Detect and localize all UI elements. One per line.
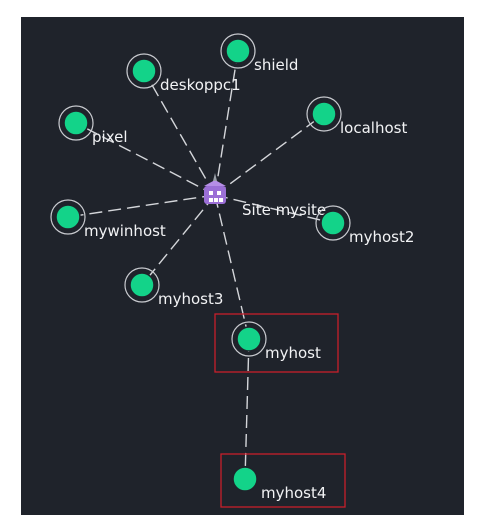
- host-ring: [58, 105, 94, 141]
- host-status-dot: [320, 210, 346, 236]
- host-ring: [306, 96, 342, 132]
- host-label: localhost: [340, 119, 407, 137]
- edge-site-mywinhost: [67, 194, 216, 218]
- host-label: shield: [254, 56, 298, 74]
- host-status-dot: [311, 101, 337, 127]
- site-label: Site mysite: [242, 201, 326, 219]
- selection-box-myhost4: [220, 453, 346, 508]
- edge-site-myhost: [214, 194, 250, 340]
- host-ring: [124, 267, 160, 303]
- host-label: myhost3: [158, 290, 223, 308]
- host-status-dot: [236, 326, 262, 352]
- host-node-deskoppc1[interactable]: deskoppc1: [126, 53, 241, 94]
- selection-box-myhost: [214, 313, 339, 373]
- edge-layer: [67, 50, 334, 480]
- host-status-dot: [129, 272, 155, 298]
- host-node-pixel[interactable]: pixel: [58, 105, 128, 146]
- topology-graph[interactable]: Site mysite deskoppc1 shield pixel localhos…: [21, 17, 464, 515]
- host-node-shield[interactable]: shield: [220, 33, 298, 74]
- host-status-dot: [232, 466, 258, 492]
- site-node[interactable]: Site mysite: [204, 173, 326, 219]
- edge-site-pixel: [75, 122, 216, 196]
- host-status-dot: [55, 204, 81, 230]
- host-node-myhost[interactable]: myhost: [231, 321, 321, 362]
- host-status-dot: [131, 58, 157, 84]
- host-node-localhost[interactable]: localhost: [306, 96, 407, 137]
- topology-canvas[interactable]: Site mysite deskoppc1 shield pixel localhos…: [21, 17, 464, 515]
- host-ring: [220, 33, 256, 69]
- host-ring: [231, 321, 267, 357]
- edge-site-localhost: [214, 113, 325, 196]
- edge-site-shield: [214, 50, 239, 196]
- edge-site-deskoppc1: [143, 70, 216, 196]
- edge-myhost-myhost4: [244, 338, 250, 480]
- host-node-myhost2[interactable]: myhost2: [315, 205, 414, 246]
- host-ring: [50, 199, 86, 235]
- host-node-layer: deskoppc1 shield pixel localhost mywinhost my…: [50, 33, 414, 502]
- host-label: myhost: [265, 344, 321, 362]
- host-node-mywinhost[interactable]: mywinhost: [50, 199, 166, 240]
- host-label: pixel: [92, 128, 128, 146]
- host-label: deskoppc1: [160, 76, 241, 94]
- host-ring: [315, 205, 351, 241]
- host-label: mywinhost: [84, 222, 166, 240]
- edge-site-myhost3: [141, 194, 216, 286]
- selection-layer: [214, 313, 346, 508]
- site-icon: [204, 173, 226, 204]
- host-node-myhost4[interactable]: myhost4: [232, 466, 326, 502]
- host-label: myhost2: [349, 228, 414, 246]
- host-node-myhost3[interactable]: myhost3: [124, 267, 223, 308]
- host-ring: [126, 53, 162, 89]
- edge-site-myhost2: [214, 194, 334, 224]
- host-label: myhost4: [261, 484, 326, 502]
- host-status-dot: [225, 38, 251, 64]
- host-status-dot: [63, 110, 89, 136]
